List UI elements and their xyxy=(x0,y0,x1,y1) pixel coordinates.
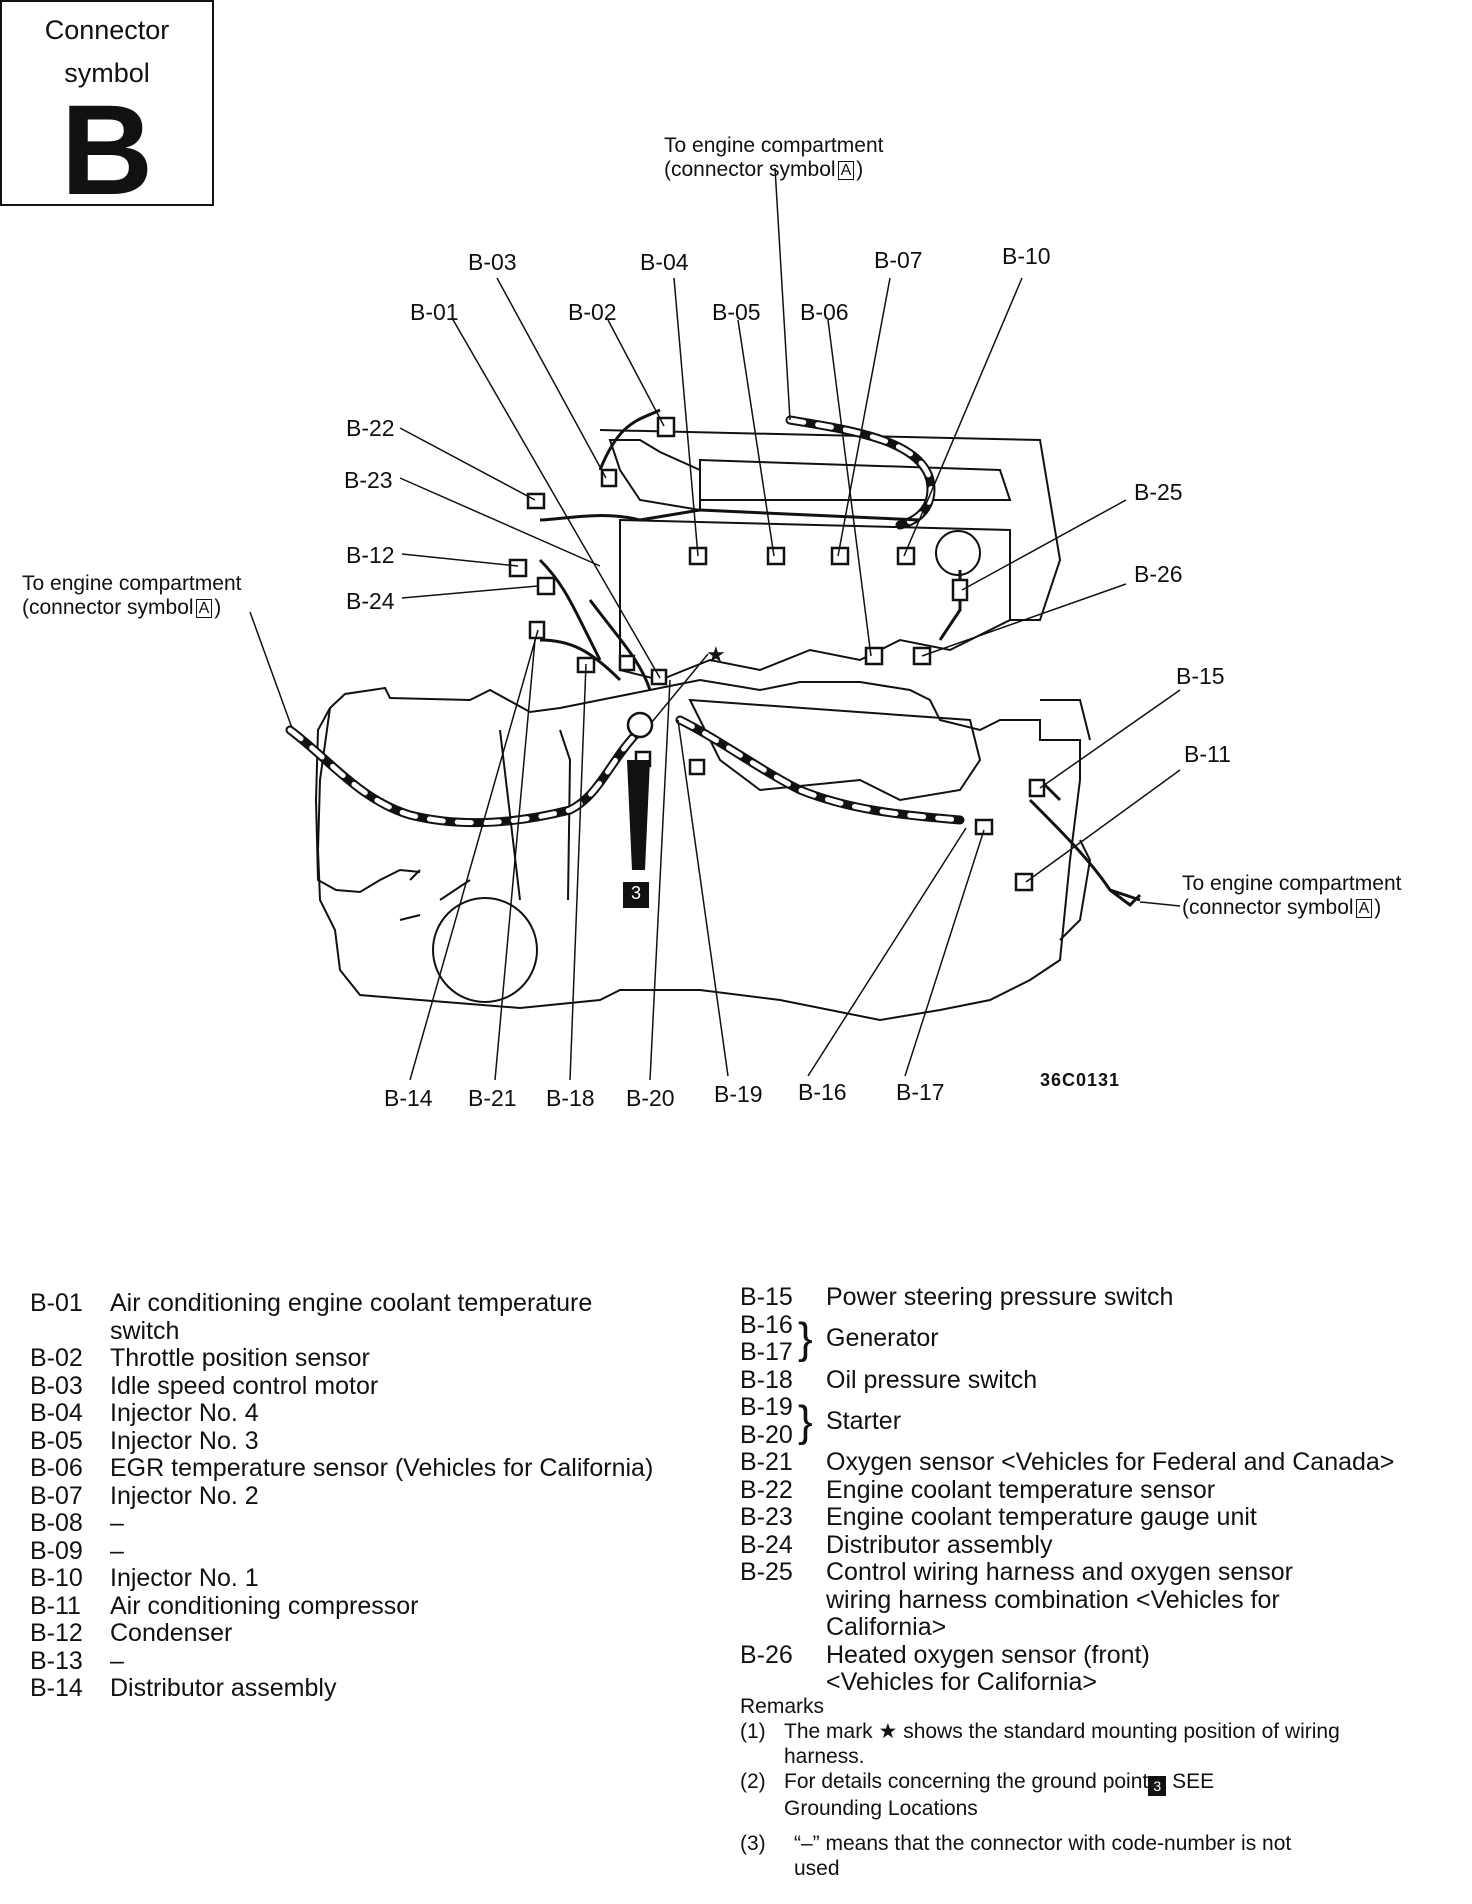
label-b22: B-22 xyxy=(346,415,395,441)
svg-text:★: ★ xyxy=(706,643,726,668)
remark-3: (3) “–” means that the connector with co… xyxy=(740,1832,1292,1880)
oxygen-sensor-loop xyxy=(935,530,981,576)
label-b20: B-20 xyxy=(626,1085,675,1111)
label-b01: B-01 xyxy=(410,299,459,325)
right-bracket xyxy=(1040,699,1092,941)
label-b25: B-25 xyxy=(1134,479,1183,505)
label-b18: B-18 xyxy=(546,1085,595,1111)
oil-pan xyxy=(688,698,982,802)
star-icon: ★ xyxy=(878,1720,898,1743)
remark-2: (2) For details concerning the ground po… xyxy=(740,1770,1215,1820)
label-b24: B-24 xyxy=(346,588,395,614)
brace-icon: } xyxy=(798,1314,813,1363)
symbol-caption-line2: symbol xyxy=(64,58,150,88)
cylinder-head xyxy=(599,429,1062,640)
label-b06: B-06 xyxy=(800,299,849,325)
brace-icon: } xyxy=(798,1396,813,1446)
label-b23: B-23 xyxy=(344,467,393,493)
label-b02: B-02 xyxy=(568,299,617,325)
remarks-title: Remarks xyxy=(740,1695,825,1718)
symbol-caption-line1: Connector xyxy=(44,15,170,45)
label-b12: B-12 xyxy=(346,542,395,568)
connector-symbol-box: Connector symbol B xyxy=(0,0,214,216)
label-b04: B-04 xyxy=(640,249,689,275)
remarks: Remarks (1) The mark ★ shows the standar… xyxy=(740,1694,1460,1881)
valve-cover xyxy=(699,458,1012,501)
engine-block-outline xyxy=(316,678,1081,1022)
legend-row-b09: B-09– xyxy=(30,1536,124,1565)
engine-wiring-diagram: ★ xyxy=(249,167,1181,1081)
label-b10: B-10 xyxy=(1002,243,1051,269)
label-b16: B-16 xyxy=(798,1079,847,1105)
label-b19: B-19 xyxy=(714,1081,763,1107)
label-b15: B-15 xyxy=(1176,663,1225,689)
intake-manifold xyxy=(619,518,1011,682)
label-b11: B-11 xyxy=(1184,741,1231,767)
label-b26: B-26 xyxy=(1134,561,1183,587)
label-b14: B-14 xyxy=(384,1085,433,1111)
flywheel-circle xyxy=(432,897,538,1003)
label-b21: B-21 xyxy=(468,1085,517,1111)
ground-point-label: 3 xyxy=(630,883,641,903)
label-b05: B-05 xyxy=(712,299,761,325)
label-b07: B-07 xyxy=(874,247,923,273)
legend-row-b13: B-13– xyxy=(30,1646,124,1675)
ground-point-icon: 3 xyxy=(1148,1776,1167,1796)
throttle-body xyxy=(608,439,701,512)
symbol-letter: B xyxy=(60,79,154,222)
legend-row-b08: B-08– xyxy=(30,1509,124,1537)
label-b17: B-17 xyxy=(896,1079,945,1105)
remark-1: (1) The mark ★ shows the standard mounti… xyxy=(740,1720,1340,1768)
figure-code: 36C0131 xyxy=(1040,1070,1121,1090)
label-b03: B-03 xyxy=(468,249,517,275)
